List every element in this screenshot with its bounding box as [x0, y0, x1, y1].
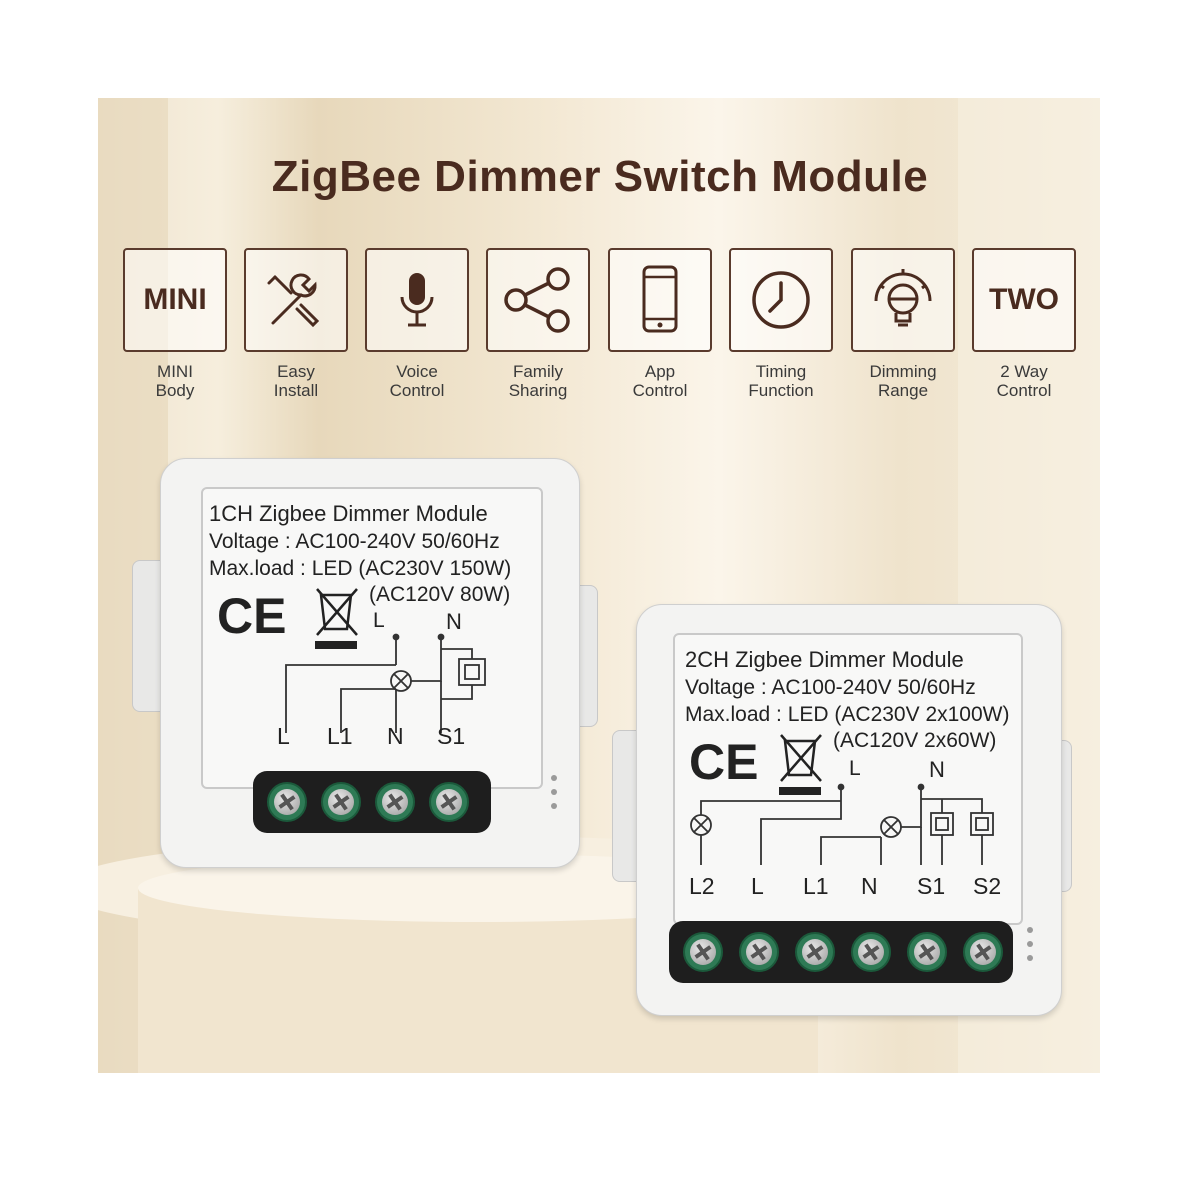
module-1ch-maxload-120: (AC120V 80W) [369, 583, 511, 606]
terminal-screw [907, 932, 947, 972]
phone-icon [642, 265, 678, 333]
module-1ch-maxload: Max.load : LED (AC230V 150W) [209, 557, 512, 580]
module-2ch-maxload-120: (AC120V 2x60W) [833, 729, 997, 752]
module-1ch-voltage: Voltage : AC100-240V 50/60Hz [209, 530, 500, 553]
feature-label: Control [389, 381, 445, 400]
module-2ch-label-panel [673, 633, 1023, 925]
vent-dot [1027, 927, 1033, 933]
diagram-label-L: L [373, 609, 385, 632]
module-2ch-name: 2CH Zigbee Dimmer Module [685, 647, 964, 672]
feature-label: Voice [396, 362, 438, 381]
feature-label: Family [512, 362, 564, 381]
terminal-label: S2 [973, 873, 1002, 899]
terminal-label: N [387, 723, 404, 749]
terminal-screw [963, 932, 1003, 972]
feature-label: Function [748, 381, 814, 400]
terminal-screw [429, 782, 469, 822]
weee-bin-icon [315, 588, 358, 649]
terminal-block [669, 921, 1013, 983]
terminal-label: L [277, 723, 290, 749]
terminal-screw [375, 782, 415, 822]
terminal-label: S1 [917, 873, 946, 899]
feature-label: Dimming [869, 362, 937, 381]
two-icon: TWO [989, 283, 1059, 316]
vent-dot [1027, 941, 1033, 947]
dimmer-bulb-icon [874, 269, 932, 327]
terminal-label: L1 [327, 723, 353, 749]
feature-label: Install [273, 381, 319, 400]
module-2ch: 2CH Zigbee Dimmer Module Voltage : AC100… [636, 604, 1062, 1016]
feature-label: MINI [157, 362, 193, 381]
module-2ch-maxload: Max.load : LED (AC230V 2x100W) [685, 703, 1010, 726]
terminal-screw [795, 932, 835, 972]
clock-icon [752, 271, 810, 329]
microphone-icon [400, 273, 434, 327]
module-1ch-label-panel [201, 487, 543, 789]
feature-label: Control [632, 381, 688, 400]
feature-label: Body [155, 381, 195, 400]
module-1ch: 1CH Zigbee Dimmer Module Voltage : AC100… [160, 458, 580, 868]
feature-label: Timing [755, 362, 807, 381]
feature-label: 2 Way [1000, 362, 1048, 381]
feature-label: Control [996, 381, 1052, 400]
mini-icon: MINI [143, 283, 207, 316]
feature-label: Easy [277, 362, 315, 381]
weee-bin-icon [779, 734, 822, 795]
wiring-diagram [690, 783, 994, 865]
feature-label: App [644, 362, 676, 381]
diagram-label-N: N [929, 757, 945, 782]
vent-dot [1027, 955, 1033, 961]
terminal-screw [851, 932, 891, 972]
terminal-label: L1 [803, 873, 829, 899]
page-title: ZigBee Dimmer Switch Module [271, 152, 929, 201]
vent-dot [551, 789, 557, 795]
tools-icon [267, 273, 320, 328]
share-icon [504, 267, 570, 333]
ce-mark: CE [217, 588, 287, 644]
ce-mark: CE [689, 734, 759, 790]
feature-label: Range [877, 381, 929, 400]
terminal-screw [683, 932, 723, 972]
terminal-label: N [861, 873, 878, 899]
wiring-diagram [285, 633, 486, 733]
terminal-label: S1 [437, 723, 466, 749]
diagram-label-L: L [849, 757, 861, 780]
diagram-label-N: N [446, 609, 462, 634]
vent-dot [551, 775, 557, 781]
feature-label: Sharing [508, 381, 568, 400]
terminal-screw [739, 932, 779, 972]
module-2ch-voltage: Voltage : AC100-240V 50/60Hz [685, 676, 976, 699]
terminal-label: L [751, 873, 764, 899]
terminal-screw [321, 782, 361, 822]
terminal-screw [267, 782, 307, 822]
terminal-block [253, 771, 491, 833]
vent-dot [551, 803, 557, 809]
module-1ch-name: 1CH Zigbee Dimmer Module [209, 501, 488, 526]
terminal-label: L2 [689, 873, 715, 899]
